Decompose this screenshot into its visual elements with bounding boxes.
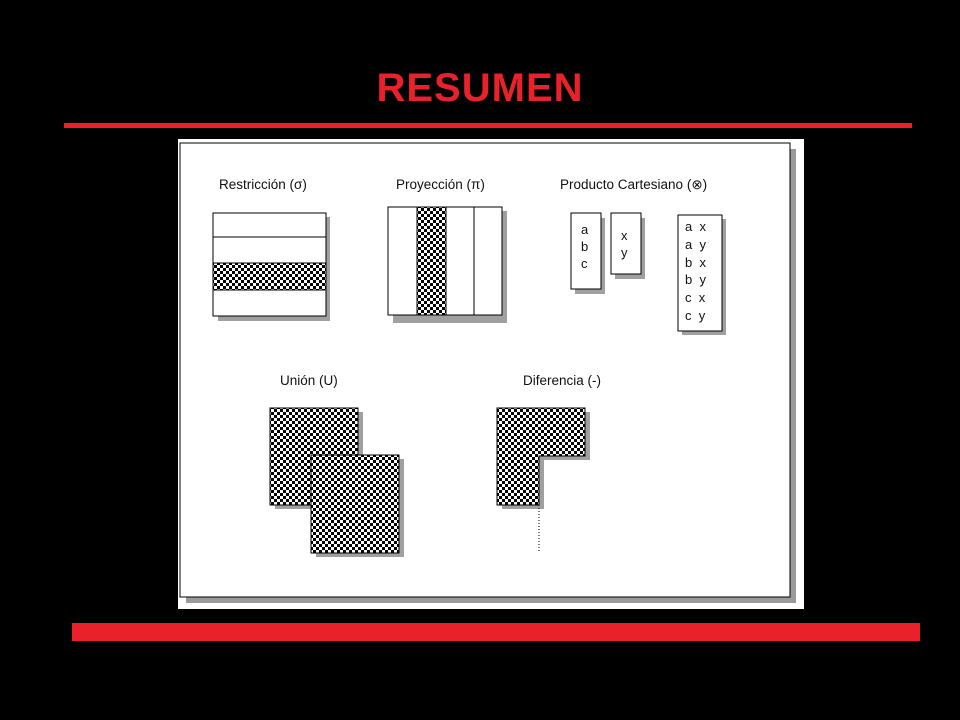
cartesian-table-a: a b c bbox=[581, 221, 588, 272]
table-row: b y bbox=[685, 272, 706, 288]
table-a-cell: b bbox=[581, 239, 589, 254]
table-row: a y bbox=[685, 236, 706, 252]
union-diagram bbox=[269, 407, 404, 557]
projection-label: Proyección (π) bbox=[396, 177, 485, 192]
table-row: c x bbox=[685, 290, 706, 306]
cartesian-table-b: x y bbox=[621, 227, 628, 261]
union-label: Unión (U) bbox=[280, 373, 338, 388]
cartesian-result-table: a x a y b x b y c x c y bbox=[685, 218, 706, 325]
table-row: a x bbox=[685, 219, 706, 234]
difference-label: Diferencia (-) bbox=[523, 373, 602, 388]
table-a-cell: a bbox=[581, 222, 589, 237]
diagram-panel: Restricción (σ) Proyección (π) Producto … bbox=[178, 139, 804, 609]
slide-title: RESUMEN bbox=[376, 66, 584, 110]
table-row: c y bbox=[685, 307, 706, 323]
cartesian-diagram bbox=[570, 212, 726, 335]
table-b-cell: x bbox=[621, 228, 628, 243]
diagram-canvas bbox=[179, 142, 796, 603]
restriction-diagram bbox=[212, 212, 330, 321]
projection-diagram bbox=[387, 206, 507, 323]
difference-diagram bbox=[496, 407, 590, 553]
footer-bar bbox=[72, 623, 920, 641]
table-row: b x bbox=[685, 254, 706, 270]
restriction-label: Restricción (σ) bbox=[219, 177, 307, 192]
table-a-cell: c bbox=[581, 256, 588, 271]
table-b-cell: y bbox=[621, 245, 628, 260]
cartesian-label: Producto Cartesiano (⊗) bbox=[560, 177, 708, 192]
title-underline bbox=[64, 123, 912, 128]
